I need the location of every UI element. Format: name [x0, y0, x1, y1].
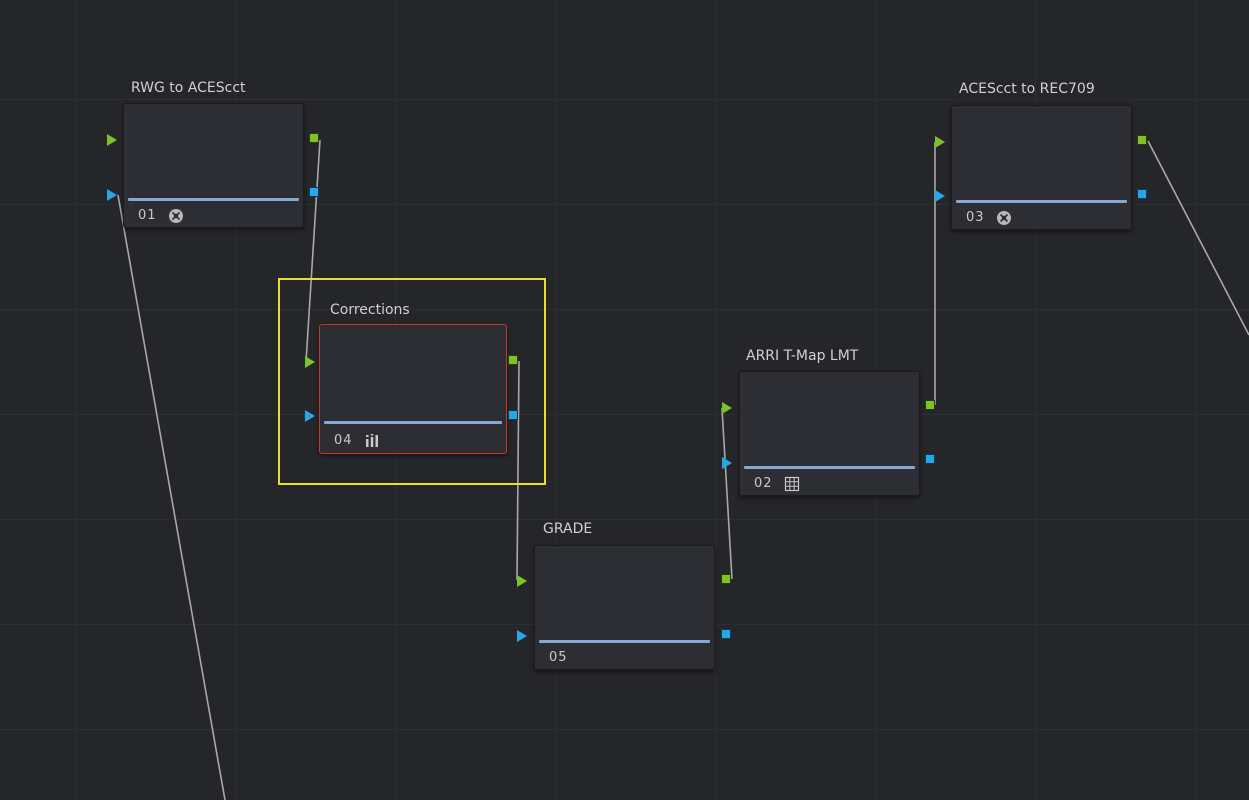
node-05-number: 05	[549, 650, 568, 665]
node-01-key-bar	[128, 198, 299, 201]
node-02-alpha-output[interactable]	[925, 454, 935, 464]
selection-box	[278, 278, 546, 485]
node-02-number: 02	[754, 476, 773, 491]
node-05-key-bar	[539, 640, 710, 643]
node-04-rgb-input[interactable]	[305, 356, 315, 368]
node-05-alpha-input[interactable]	[517, 630, 527, 642]
node-03-alpha-output[interactable]	[1137, 189, 1147, 199]
node-02-alpha-input[interactable]	[722, 457, 732, 469]
node-02-key-bar	[744, 466, 915, 469]
node-02-rgb-output[interactable]	[925, 400, 935, 410]
node-02[interactable]: 02	[739, 371, 920, 496]
aces-transform-icon	[169, 209, 183, 223]
node-03-rgb-input[interactable]	[935, 136, 945, 148]
node-04-alpha-input[interactable]	[305, 410, 315, 422]
node-01-rgb-input[interactable]	[107, 134, 117, 146]
wire-node-04-to-node-05	[516, 360, 520, 581]
lut-grid-icon	[784, 476, 800, 492]
node-03[interactable]: 03	[951, 105, 1132, 230]
node-04-rgb-output[interactable]	[508, 355, 518, 365]
node-02-label: ARRI T-Map LMT	[746, 348, 859, 364]
node-05-rgb-input[interactable]	[517, 575, 527, 587]
wire-node-05-to-node-02	[721, 407, 733, 580]
node-03-number: 03	[966, 210, 985, 225]
node-01-alpha-output[interactable]	[309, 187, 319, 197]
node-05-alpha-output[interactable]	[721, 629, 731, 639]
wire-node-03-to-output	[1147, 140, 1249, 336]
node-01-rgb-output[interactable]	[309, 133, 319, 143]
curves-icon	[366, 434, 378, 447]
node-03-key-bar	[956, 200, 1127, 203]
node-04-alpha-output[interactable]	[508, 410, 518, 420]
node-01-label: RWG to ACEScct	[131, 80, 246, 96]
aces-transform-icon	[997, 211, 1011, 225]
wire-source-to-node-01-alpha	[117, 194, 226, 800]
node-04[interactable]: 04	[319, 324, 507, 454]
node-01[interactable]: 01	[123, 103, 304, 228]
node-01-number: 01	[138, 208, 157, 223]
node-05-label: GRADE	[543, 521, 593, 537]
wire-node-01-to-node-04	[305, 139, 321, 363]
node-04-key-bar	[324, 421, 502, 424]
node-03-rgb-output[interactable]	[1137, 135, 1147, 145]
node-03-alpha-input[interactable]	[935, 190, 945, 202]
node-01-alpha-input[interactable]	[107, 189, 117, 201]
node-04-number: 04	[334, 433, 353, 448]
node-05-rgb-output[interactable]	[721, 574, 731, 584]
node-05[interactable]: 05	[534, 545, 715, 670]
node-03-label: ACEScct to REC709	[959, 81, 1095, 97]
node-04-label: Corrections	[330, 302, 410, 318]
node-02-rgb-input[interactable]	[722, 402, 732, 414]
